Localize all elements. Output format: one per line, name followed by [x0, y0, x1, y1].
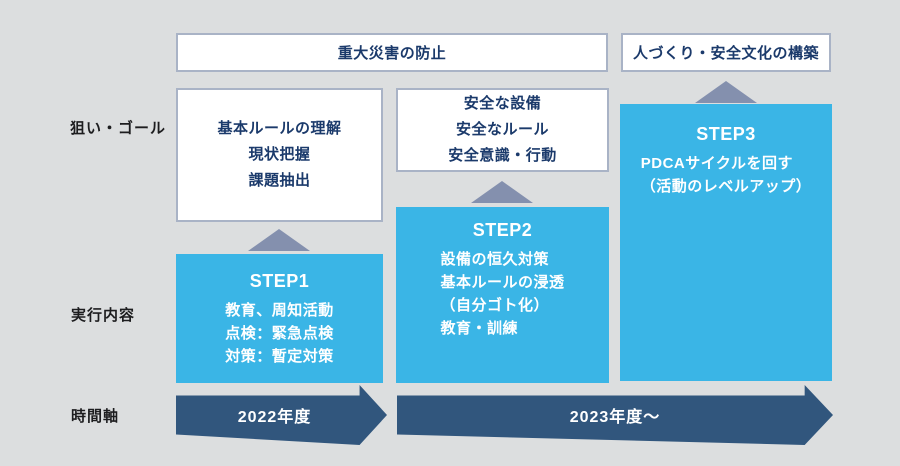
goal-line: 基本ルールの理解 — [217, 120, 342, 137]
goal-line: 安全意識・行動 — [448, 147, 557, 164]
step3-title: STEP3 — [696, 124, 756, 144]
up-triangle-icon — [248, 229, 310, 251]
step3-actions: PDCAサイクルを回す （活動のレベルアップ） — [641, 152, 812, 198]
action-line: 教育、周知活動 — [225, 302, 334, 319]
action-line: 設備の恒久対策 — [440, 251, 549, 268]
goal-line: 安全なルール — [455, 121, 549, 138]
goal-banner-label: 人づくり・安全文化の構築 — [632, 45, 819, 62]
row-label-time-axis: 時間軸 — [71, 408, 120, 425]
up-triangle-icon — [695, 81, 757, 103]
step1-goal-box: 基本ルールの理解 現状把握 課題抽出 — [176, 88, 383, 222]
goal-banner-major-disaster: 重大災害の防止 — [176, 33, 608, 72]
action-line: （活動のレベルアップ） — [640, 178, 812, 195]
action-line: 点検：緊急点検 — [225, 325, 334, 342]
action-line: （自分ゴト化） — [440, 297, 549, 314]
row-label-goal: 狙い・ゴール — [70, 120, 167, 137]
timeline-arrow-2022: 2022年度 — [176, 385, 387, 445]
step2-goal-box: 安全な設備 安全なルール 安全意識・行動 — [396, 88, 609, 172]
action-line: 教育・訓練 — [440, 320, 518, 337]
up-triangle-icon — [471, 181, 533, 203]
row-label-execution: 実行内容 — [71, 307, 136, 324]
timeline-arrow-2023: 2023年度〜 — [397, 385, 833, 445]
timeline-arrow-label: 2022年度 — [237, 409, 312, 426]
step1-box: STEP1 教育、周知活動 点検：緊急点検 対策：暫定対策 — [176, 254, 383, 383]
step3-box: STEP3 PDCAサイクルを回す （活動のレベルアップ） — [620, 104, 832, 381]
action-line: 基本ルールの浸透 — [440, 274, 565, 291]
goal-banner-label: 重大災害の防止 — [337, 45, 447, 62]
action-line: PDCAサイクルを回す — [640, 155, 793, 172]
step1-actions: 教育、周知活動 点検：緊急点検 対策：暫定対策 — [225, 299, 334, 368]
timeline-arrow-label: 2023年度〜 — [569, 409, 661, 426]
step1-title: STEP1 — [249, 271, 310, 291]
goal-banner-safety-culture: 人づくり・安全文化の構築 — [621, 33, 831, 72]
goal-line: 課題抽出 — [248, 172, 311, 189]
goal-line: 現状把握 — [248, 146, 311, 163]
step2-actions: 設備の恒久対策 基本ルールの浸透 （自分ゴト化） 教育・訓練 — [440, 248, 564, 340]
step2-title: STEP2 — [472, 220, 533, 240]
step2-box: STEP2 設備の恒久対策 基本ルールの浸透 （自分ゴト化） 教育・訓練 — [396, 207, 609, 383]
goal-line: 安全な設備 — [463, 95, 542, 112]
action-line: 対策：暫定対策 — [225, 348, 334, 365]
